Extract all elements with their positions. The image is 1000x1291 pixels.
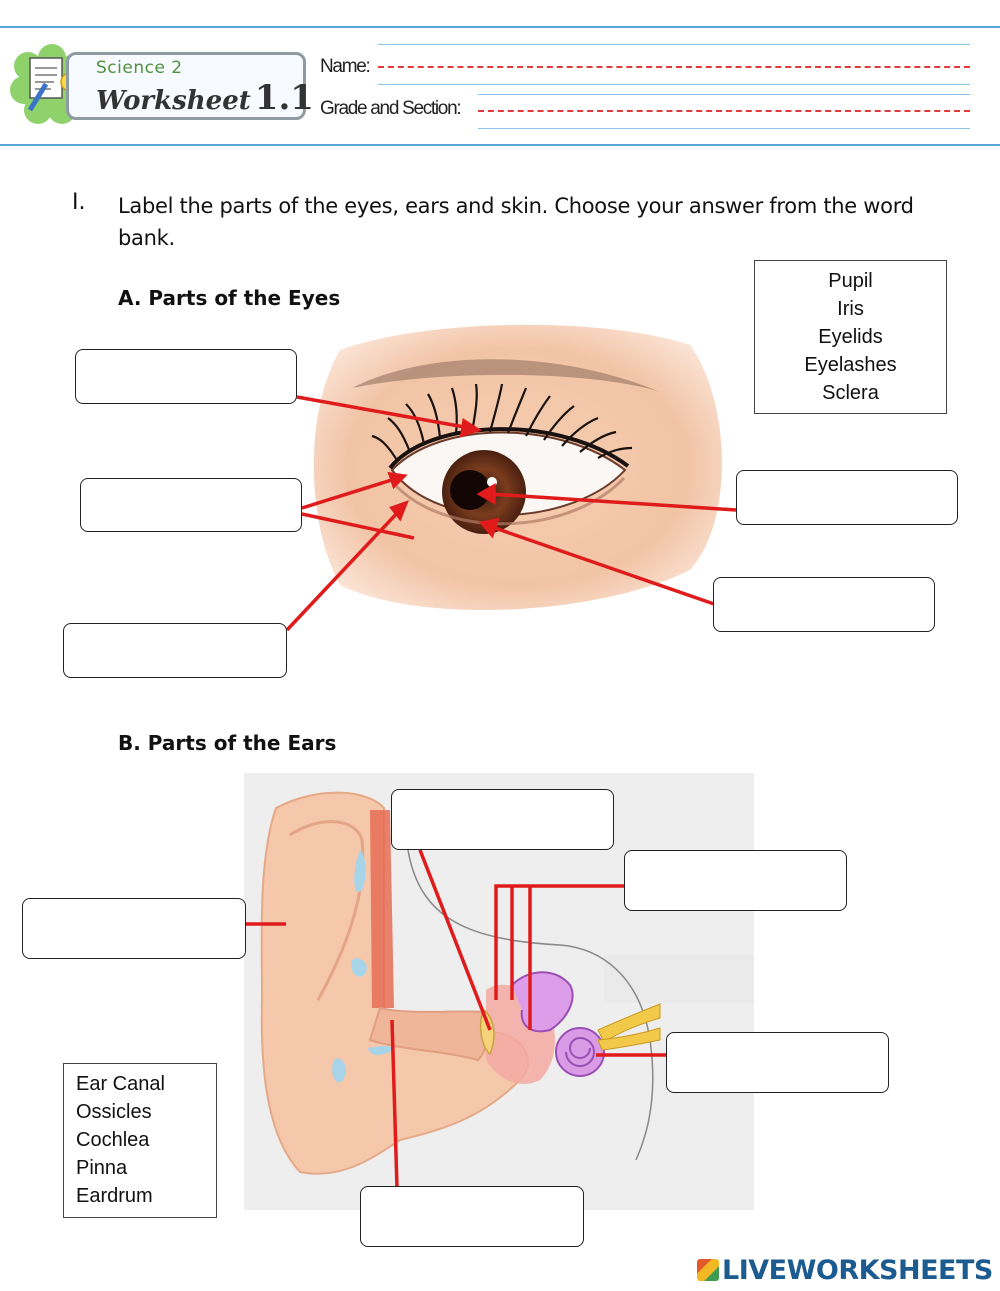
ear-answer-box-eardrum[interactable] xyxy=(391,789,614,850)
eye-answer-box-iris[interactable] xyxy=(713,577,935,632)
ears-word: Eardrum xyxy=(76,1185,153,1207)
eardrum-shape xyxy=(479,1008,495,1056)
name-guide-bottom xyxy=(378,84,970,85)
eyes-word-bank: Pupil Iris Eyelids Eyelashes Sclera xyxy=(754,260,947,414)
ears-section-title: B. Parts of the Ears xyxy=(118,731,337,755)
ears-word: Pinna xyxy=(76,1157,128,1179)
ear-pointers xyxy=(246,849,666,1189)
eyes-word: Eyelashes xyxy=(804,354,897,376)
subject-label: Science 2 xyxy=(96,58,183,78)
worksheet-word: Worksheet xyxy=(96,86,251,116)
pupil-shape xyxy=(450,470,490,510)
logo-text: LIVEWORKSHEETS xyxy=(722,1255,993,1286)
header-bottom-rule xyxy=(0,144,1000,146)
worksheet-number: 1.1 xyxy=(254,78,314,118)
badge-frame xyxy=(66,52,306,120)
grade-guide-top xyxy=(478,94,970,95)
name-input-line[interactable] xyxy=(378,66,970,68)
eyebrow-shape xyxy=(352,359,660,392)
ears-word: Cochlea xyxy=(76,1129,150,1151)
instruction-number: I. xyxy=(72,190,86,215)
eye-illustration xyxy=(313,324,722,611)
cochlea-shape xyxy=(555,1027,605,1077)
eyes-section-title: A. Parts of the Eyes xyxy=(118,286,341,310)
eye-answer-box-pupil[interactable] xyxy=(736,470,958,525)
eyes-word: Iris xyxy=(837,298,864,320)
header-top-rule xyxy=(0,26,1000,28)
name-guide-top xyxy=(378,44,970,45)
eyes-word: Sclera xyxy=(822,382,879,404)
ear-answer-box-cochlea[interactable] xyxy=(666,1032,889,1093)
grade-input-line[interactable] xyxy=(478,110,970,112)
eye-answer-box-sclera[interactable] xyxy=(63,623,287,678)
eyes-word: Eyelids xyxy=(818,326,883,348)
eye-pointers xyxy=(285,395,737,632)
name-label: Name: xyxy=(320,56,371,77)
eye-answer-box-eyelashes[interactable] xyxy=(75,349,297,404)
liveworksheets-logo-icon xyxy=(697,1259,719,1281)
eye-answer-box-eyelids[interactable] xyxy=(80,478,302,532)
grade-label: Grade and Section: xyxy=(320,98,462,119)
ears-word: Ear Canal xyxy=(76,1073,165,1095)
eyes-word: Pupil xyxy=(828,270,873,292)
instruction-text: Label the parts of the eyes, ears and sk… xyxy=(118,194,914,250)
ear-answer-box-ossicles[interactable] xyxy=(624,850,847,911)
ear-answer-box-pinna[interactable] xyxy=(22,898,246,959)
liveworksheets-logo[interactable]: LIVEWORKSHEETS xyxy=(697,1255,993,1286)
ear-answer-box-ear-canal[interactable] xyxy=(360,1186,584,1247)
ear-illustration xyxy=(244,773,754,1210)
ears-word-bank: Ear Canal Ossicles Cochlea Pinna Eardrum xyxy=(63,1063,217,1218)
grade-guide-bottom xyxy=(478,128,970,129)
ears-word: Ossicles xyxy=(76,1101,152,1123)
